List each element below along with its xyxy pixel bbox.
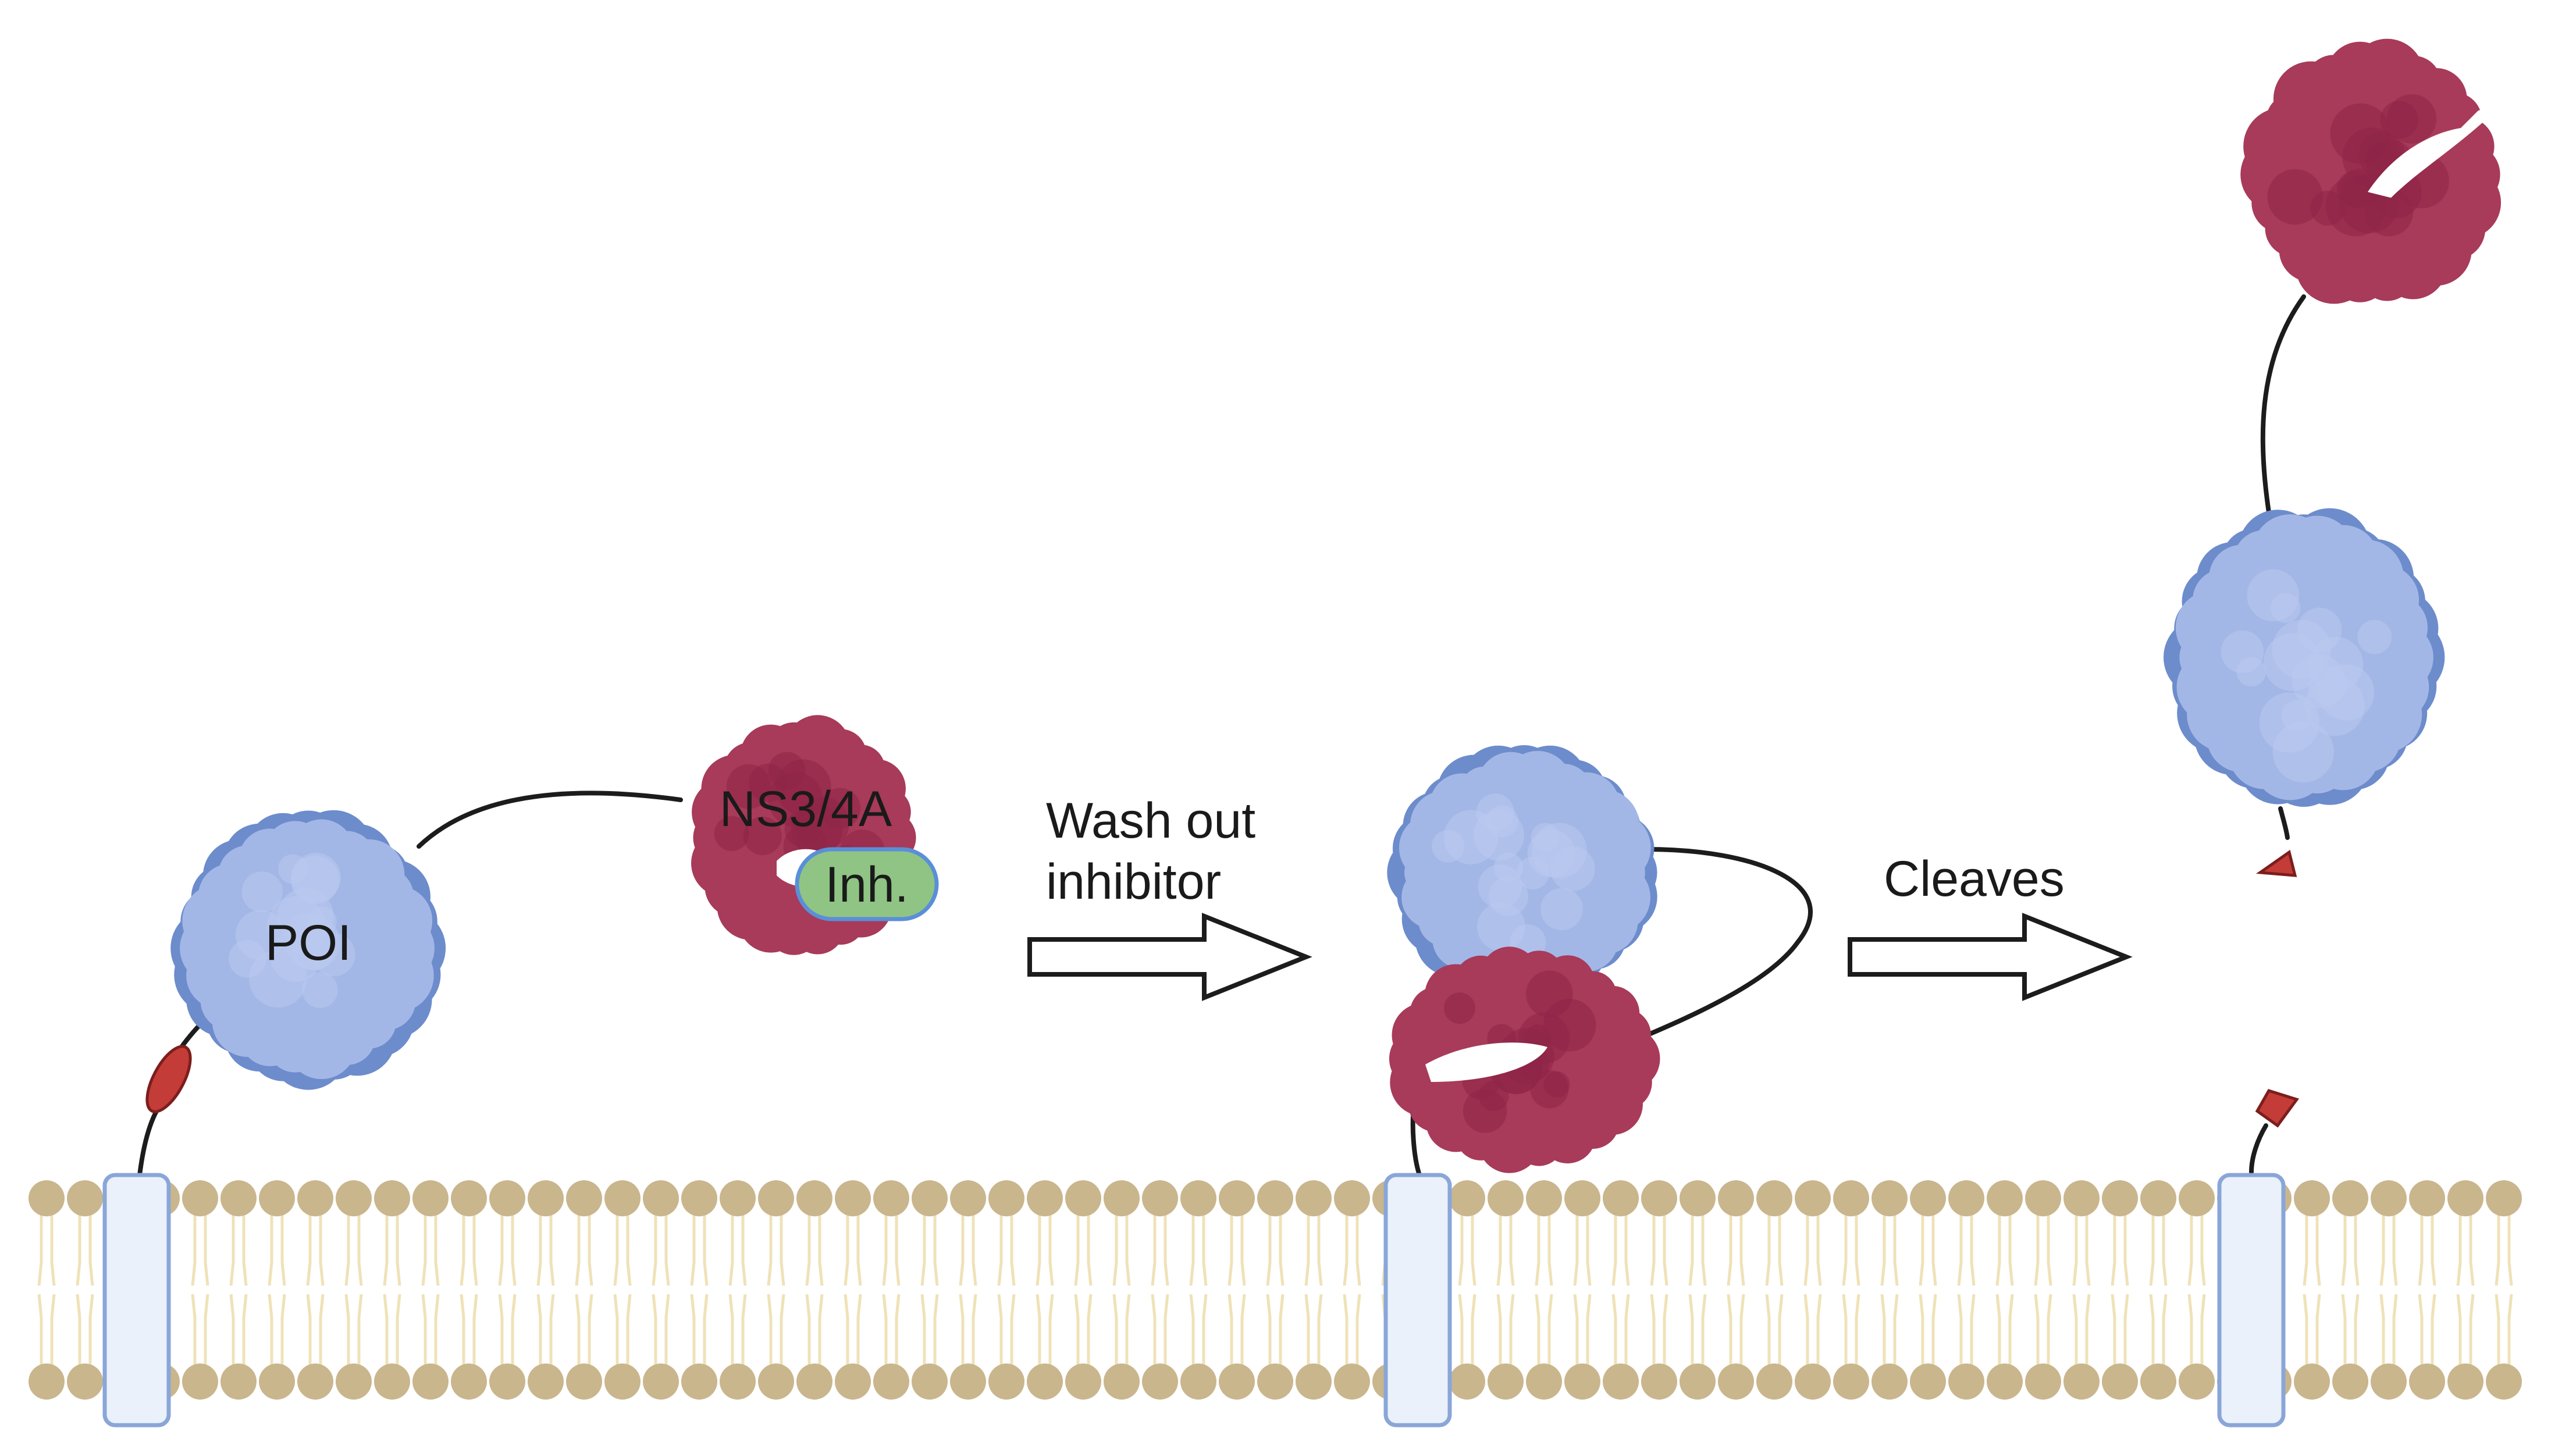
linker-tm-to-tag-3 [2249, 1123, 2268, 1174]
linker-loop-2 [1644, 847, 1813, 1038]
label-step-wash-line1: Wash out [1046, 793, 1255, 849]
lipid-tails-upper [37, 1210, 2513, 1286]
cleavage-fragment-upper [2255, 849, 2297, 877]
arrow-cleaves [1848, 913, 2133, 1001]
ns3-4a-protease-1 [691, 715, 916, 955]
poi-protein-3 [2163, 508, 2445, 807]
linker-poi-to-protease-3 [2260, 294, 2306, 526]
label-protease: NS3/4A [720, 781, 892, 837]
ns3-4a-protease-2 [1389, 946, 1660, 1173]
label-poi: POI [265, 915, 351, 971]
cleavage-site-intact-1 [145, 1045, 192, 1113]
poi-protein-1 [170, 810, 446, 1090]
ns3-4a-protease-3 [2240, 38, 2502, 304]
transmembrane-anchor-3 [2217, 1173, 2286, 1427]
cleavage-fragment-lower [2255, 1089, 2300, 1128]
label-inhibitor: Inh. [825, 857, 908, 913]
poi-protein-2 [1387, 745, 1657, 1001]
linker-tm-to-tag-1 [137, 1103, 162, 1177]
linkers [137, 294, 2306, 1177]
label-step-wash-line2: inhibitor [1046, 854, 1221, 910]
lipid-bilayer-membrane [29, 1180, 2522, 1400]
linker-poi-to-tag-3 [2278, 806, 2290, 840]
lipid-tails-lower [37, 1294, 2513, 1370]
lipid-heads-upper [29, 1180, 2522, 1216]
label-step-cleaves: Cleaves [1884, 851, 2065, 907]
lipid-heads-lower [29, 1364, 2522, 1400]
transmembrane-anchor-1 [102, 1173, 171, 1427]
arrow-wash-out [1027, 913, 1312, 1001]
linker-poi-to-protease-1 [417, 791, 683, 849]
transmembrane-anchor-2 [1383, 1173, 1452, 1427]
inhibitor-pill [795, 847, 939, 921]
transmembrane-anchors [102, 1173, 2286, 1427]
